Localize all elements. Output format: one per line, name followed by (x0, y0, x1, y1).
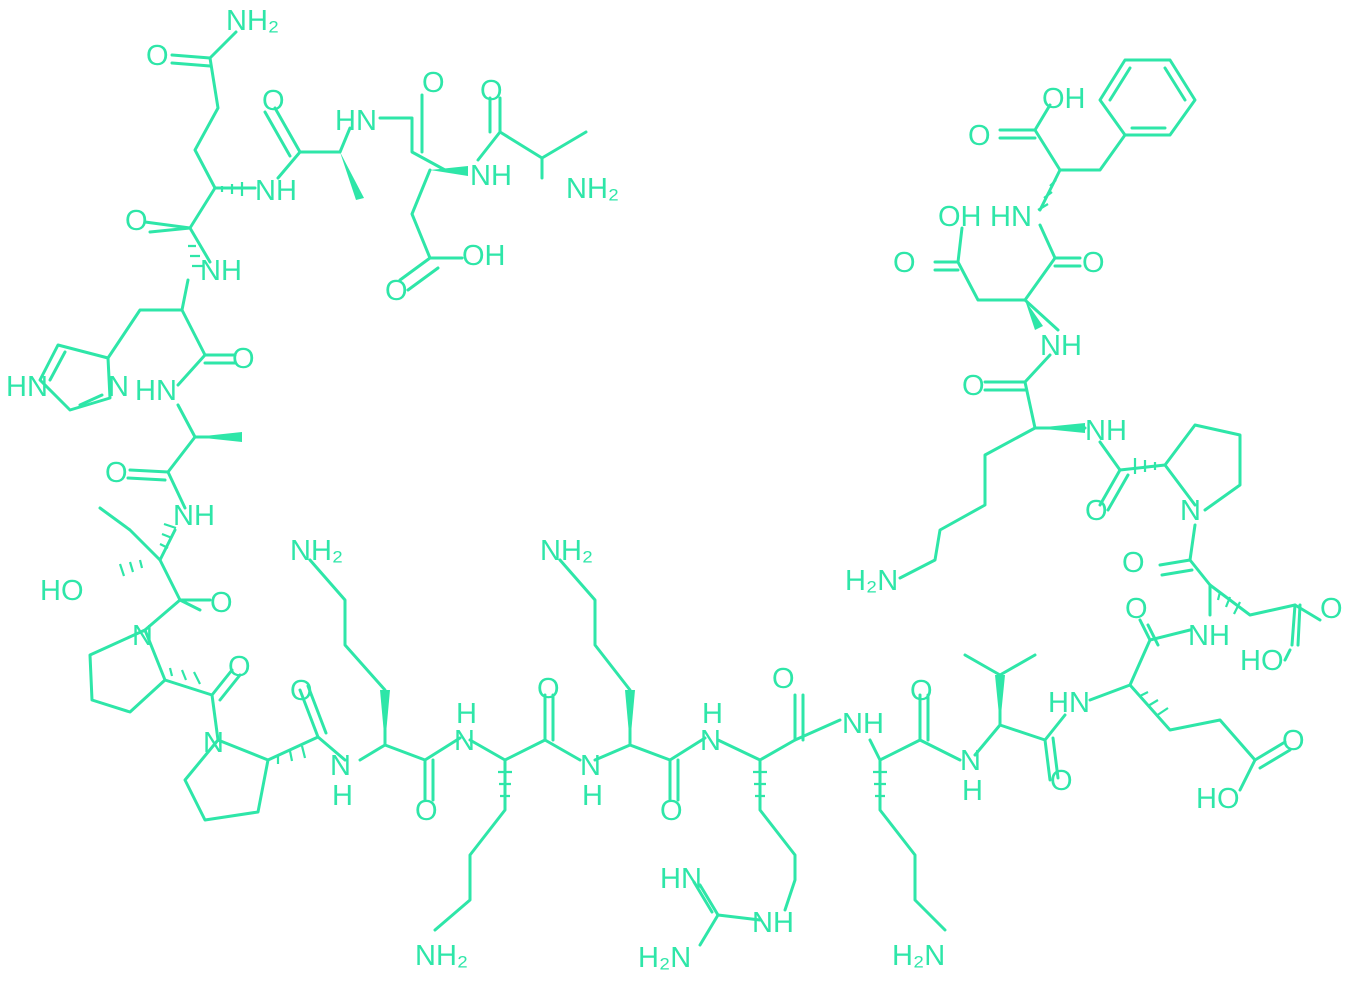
label-nh: NH (255, 175, 297, 207)
label-hydrogen: H (962, 775, 983, 807)
label-oxygen: O (772, 663, 795, 695)
label-hn: HN (990, 201, 1032, 233)
label-hn: HN (660, 863, 702, 895)
label-oxygen: O (290, 675, 313, 707)
label-nh: NH (752, 907, 794, 939)
label-oh: OH (1042, 83, 1086, 115)
label-nh: NH (173, 500, 215, 532)
label-nitrogen: N (132, 620, 153, 652)
label-nitrogen: N (580, 750, 601, 782)
label-oxygen: O (422, 67, 445, 99)
label-hydrogen: H (456, 698, 477, 730)
label-oh: OH (938, 201, 982, 233)
label-oxygen: O (1082, 247, 1105, 279)
label-ho: HO (40, 575, 84, 607)
label-h2n: H₂N (845, 565, 898, 597)
label-oxygen: O (893, 247, 916, 279)
label-nh: NH (200, 255, 242, 287)
label-oxygen: O (210, 587, 233, 619)
label-oxygen: O (385, 275, 408, 307)
label-nh: NH (470, 160, 512, 192)
label-oxygen: O (1282, 725, 1305, 757)
label-nh2: NH₂ (566, 173, 619, 205)
label-oxygen: O (1122, 547, 1145, 579)
label-nh: NH (1085, 415, 1127, 447)
label-nh2: NH₂ (226, 5, 279, 37)
label-nitrogen: N (108, 371, 129, 403)
bond-lines (38, 30, 1322, 947)
label-oxygen: O (1125, 593, 1148, 625)
label-hydrogen: H (332, 780, 353, 812)
label-hn: HN (135, 375, 177, 407)
label-hn: HN (335, 105, 377, 137)
label-nitrogen: N (960, 745, 981, 777)
label-nitrogen: N (700, 725, 721, 757)
label-oxygen: O (537, 673, 560, 705)
label-hn: HN (6, 371, 48, 403)
label-h2n: H₂N (638, 942, 691, 974)
label-nh: NH (842, 708, 884, 740)
label-ho: HO (1240, 645, 1284, 677)
label-nitrogen: N (330, 750, 351, 782)
label-nh2: NH₂ (540, 535, 593, 567)
label-oxygen: O (232, 343, 255, 375)
label-oh: OH (462, 240, 506, 272)
label-nh2: NH₂ (415, 940, 468, 972)
label-ho: HO (1196, 783, 1240, 815)
label-oxygen: O (125, 205, 148, 237)
label-oxygen: O (228, 651, 251, 683)
atom-labels: NH₂ O NH O HN O OH O NH NH₂ O O NH O HN … (6, 5, 1343, 974)
label-oxygen: O (262, 85, 285, 117)
label-oxygen: O (146, 40, 169, 72)
label-nh: NH (1040, 330, 1082, 362)
label-hydrogen: H (702, 698, 723, 730)
label-nitrogen: N (1180, 495, 1201, 527)
label-nh2: NH₂ (290, 535, 343, 567)
label-oxygen: O (1320, 593, 1343, 625)
label-oxygen: O (1085, 495, 1108, 527)
label-oxygen: O (480, 75, 503, 107)
label-oxygen: O (660, 795, 683, 827)
label-oxygen: O (105, 457, 128, 489)
stereo-hashes (118, 179, 1241, 798)
label-oxygen: O (1050, 765, 1073, 797)
label-oxygen: O (415, 795, 438, 827)
stereo-wedges (195, 152, 1085, 745)
label-h2n: H₂N (892, 940, 945, 972)
label-hydrogen: H (582, 780, 603, 812)
label-oxygen: O (910, 675, 933, 707)
label-oxygen: O (962, 370, 985, 402)
label-nitrogen: N (203, 727, 224, 759)
label-hn: HN (1048, 687, 1090, 719)
label-oxygen: O (968, 120, 991, 152)
label-nh: NH (1188, 620, 1230, 652)
label-nitrogen: N (454, 725, 475, 757)
